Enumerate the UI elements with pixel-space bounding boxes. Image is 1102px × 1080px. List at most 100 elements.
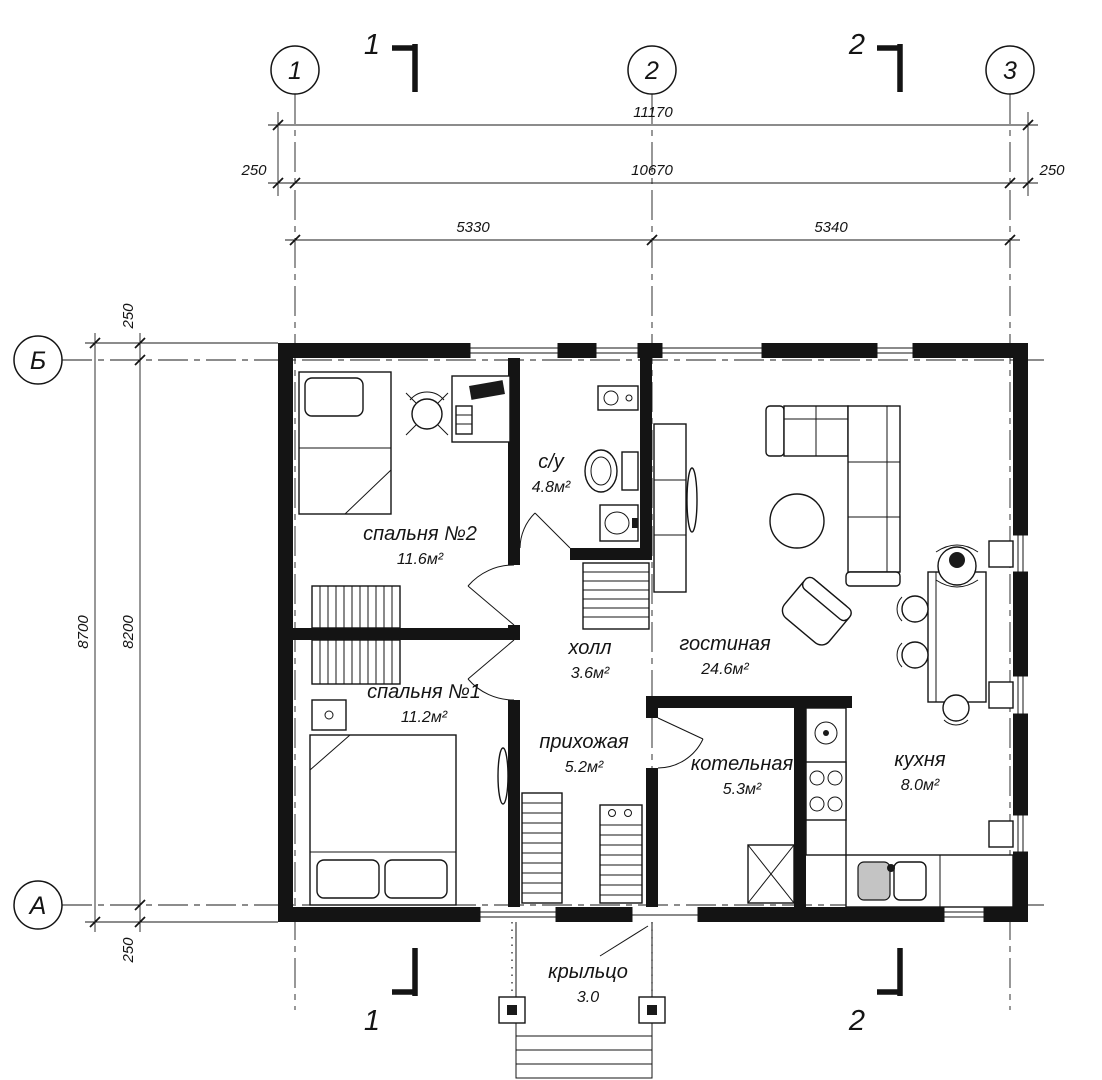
section-label-1-top: 1 xyxy=(364,29,380,61)
section-label-2-top: 2 xyxy=(848,29,865,61)
bed2-icon xyxy=(298,371,392,515)
dining-chair-icon xyxy=(896,595,929,623)
porch-step xyxy=(515,1035,653,1051)
porch-structure xyxy=(498,922,666,1079)
door-bathroom xyxy=(519,512,571,549)
axis-bubble-B: Б xyxy=(13,335,63,385)
section-mark-1-bottom: 1 xyxy=(364,948,418,1037)
door-boiler xyxy=(657,717,704,769)
room-name: с/у xyxy=(538,451,565,473)
dimensions-left: 8700 250 8200 250 xyxy=(75,303,278,964)
door-bedroom2 xyxy=(467,564,515,626)
room-name: холл xyxy=(567,637,611,659)
room-area: 3.6м² xyxy=(571,665,610,682)
closet-bedroom2-icon xyxy=(311,585,401,629)
room-area: 11.2м² xyxy=(401,709,448,726)
desk-chair-icon xyxy=(405,391,449,436)
room-label-entry: прихожая 5.2м² xyxy=(539,731,629,776)
bed1-icon xyxy=(309,734,457,906)
dining-chair-icon xyxy=(896,641,929,669)
room-name: кухня xyxy=(894,749,945,771)
armchair-icon xyxy=(781,576,852,646)
axis-label-B: Б xyxy=(30,347,46,375)
axis-bubble-A: А xyxy=(13,880,63,930)
room-label-porch: крыльцо 3.0 xyxy=(548,961,628,1006)
room-area: 8.0м² xyxy=(901,777,940,794)
windows-bottom-wall xyxy=(479,907,985,922)
dim-axis-span-width: 10670 xyxy=(631,162,673,179)
section-mark-1-top: 1 xyxy=(364,29,418,92)
interior-walls xyxy=(293,358,852,907)
kitchen-sink-icon xyxy=(857,861,891,901)
dining-chair-person-icon xyxy=(935,544,979,588)
windows-top-wall xyxy=(469,343,914,358)
porch-step xyxy=(515,1063,653,1079)
towel-ladder-icon xyxy=(582,562,650,630)
windows-right-wall xyxy=(988,534,1028,853)
toilet-icon xyxy=(584,449,639,493)
dim-edge-right: 250 xyxy=(1038,162,1065,179)
entry-wardrobe-icon xyxy=(521,792,563,904)
stove-icon xyxy=(805,761,847,821)
axis-bubble-2: 2 xyxy=(627,45,677,95)
dimensions-top: 11170 250 10670 250 5330 5340 xyxy=(240,104,1065,246)
room-name: гостиная xyxy=(679,633,771,655)
room-name: котельная xyxy=(691,753,794,775)
door-bedroom1 xyxy=(467,639,515,701)
washing-machine-icon xyxy=(597,385,639,411)
axis-label-A: А xyxy=(28,892,47,920)
desk-icon xyxy=(451,375,511,443)
section-label-2-bottom: 2 xyxy=(848,1005,865,1037)
dim-axis-span-depth: 8200 xyxy=(120,615,137,649)
porch-step xyxy=(515,1049,653,1065)
room-label-bedroom2: спальня №2 11.6м² xyxy=(363,523,477,568)
axis-label-1: 1 xyxy=(288,57,302,85)
dim-edge-top: 250 xyxy=(120,303,137,330)
room-name: спальня №1 xyxy=(367,681,481,703)
room-area: 5.3м² xyxy=(723,781,762,798)
radiator-icon xyxy=(988,681,1014,709)
door-leaf-icon xyxy=(497,747,509,805)
room-area: 4.8м² xyxy=(532,479,571,496)
axis-bubble-1: 1 xyxy=(270,45,320,95)
boiler-icon xyxy=(747,844,795,904)
room-label-bedroom1: спальня №1 11.2м² xyxy=(367,681,481,726)
sink-icon xyxy=(599,504,639,542)
closet-bedroom1-icon xyxy=(311,639,401,685)
room-area: 5.2м² xyxy=(565,759,604,776)
section-mark-2-bottom: 2 xyxy=(848,948,903,1037)
sofa-icon xyxy=(765,405,901,587)
room-area: 11.6м² xyxy=(397,551,444,568)
dim-bay-left: 5330 xyxy=(456,219,490,236)
nightstand-icon xyxy=(311,699,347,731)
kitchen-counter-bottom-icon xyxy=(845,854,1014,908)
room-label-living: гостиная 24.6м² xyxy=(679,633,771,678)
dim-edge-bottom: 250 xyxy=(120,937,137,964)
radiator-icon xyxy=(988,540,1014,568)
room-label-boiler: котельная 5.3м² xyxy=(691,753,794,798)
dining-table-icon xyxy=(927,571,987,703)
dim-edge-left: 250 xyxy=(240,162,267,179)
section-mark-2-top: 2 xyxy=(848,29,903,92)
room-area: 24.6м² xyxy=(700,661,749,678)
room-name: спальня №2 xyxy=(363,523,477,545)
tv-icon xyxy=(686,467,698,533)
shoe-cabinet-icon xyxy=(599,804,643,904)
axis-bubble-3: 3 xyxy=(985,45,1035,95)
dining-chair-icon xyxy=(942,694,970,726)
room-name: прихожая xyxy=(539,731,629,753)
room-area: 3.0 xyxy=(577,989,599,1006)
room-label-bathroom: с/у 4.8м² xyxy=(532,451,571,496)
section-label-1-bottom: 1 xyxy=(364,1005,380,1037)
kitchen-sink-icon xyxy=(893,861,927,901)
radiator-icon xyxy=(988,820,1014,848)
axis-label-2: 2 xyxy=(644,57,659,85)
dim-bay-right: 5340 xyxy=(814,219,848,236)
room-name: крыльцо xyxy=(548,961,628,983)
dim-overall-width: 11170 xyxy=(633,104,673,121)
porch-leader-line xyxy=(599,925,649,957)
tv-unit-icon xyxy=(653,423,698,593)
axis-label-3: 3 xyxy=(1003,57,1017,85)
